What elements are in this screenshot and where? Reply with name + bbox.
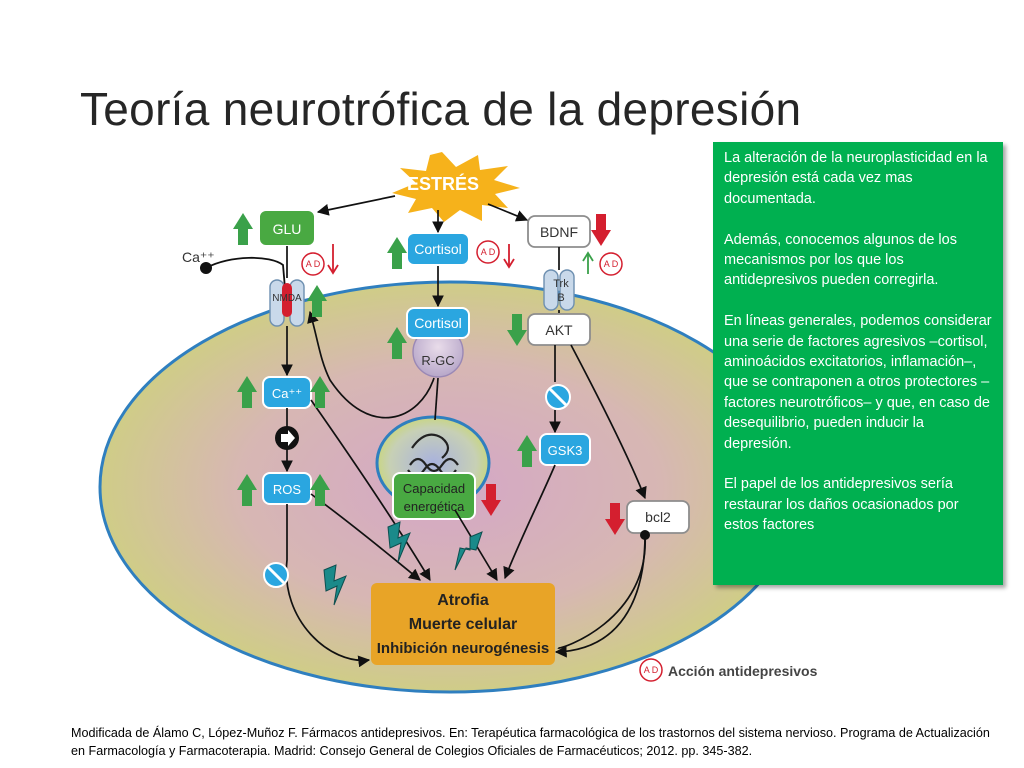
capacidad-node [392,472,476,520]
damage-bolt-icons [323,521,483,606]
gsk3-label: GSK3 [548,443,583,458]
glu-label: GLU [273,221,302,237]
ad-badge-icons [301,240,663,682]
nmda-label: NMDA [272,293,302,304]
rgc-label: R-GC [421,353,454,368]
promote-icon-ca [275,426,299,450]
ca-intracellular-label: Ca⁺⁺ [272,386,302,401]
ros-label: ROS [273,482,302,497]
bcl2-dot [640,530,650,540]
ad-badge-cortisol: A D [481,247,496,257]
legend-label: Acción antidepresivos [668,663,818,679]
cortisol-receptor-label: Cortisol [414,315,461,331]
stress-label: ESTRÉS [407,173,479,194]
outcome-label-2: Muerte celular [409,616,517,633]
info-paragraph-4: El papel de los antidepresivos sería res… [724,476,959,534]
trkb-receptor [543,269,575,311]
cortisol-top-label: Cortisol [414,241,461,257]
ad-badge-glu: A D [306,259,321,269]
info-paragraph-2: Además, conocemos algunos de los mecanis… [724,231,957,289]
ca-to-nmda-line [205,256,287,301]
gsk3-node [539,433,591,466]
outcome-node [371,583,555,665]
inhibit-icon-akt [545,384,571,410]
ad-badge-bdnf: A D [604,259,619,269]
cortisol-receptor-node [406,307,470,339]
citation-line-2: en Farmacología y Farmacoterapia. Madrid… [71,744,753,758]
trk-b-label: B [557,292,564,304]
akt-node [527,313,591,346]
info-panel: La alteración de la neuroplasticidad en … [713,142,1003,585]
bcl2-node [626,500,690,534]
ca-extracellular-label: Ca⁺⁺ [182,249,215,265]
nmda-receptor [269,279,305,327]
ad-badge-legend: A D [644,665,659,675]
inhibit-icon-ros [263,562,289,588]
bcl2-label: bcl2 [645,509,671,525]
capacidad-label-2: energética [404,499,465,514]
akt-label: AKT [545,322,573,338]
ad-effect-arrows [327,244,594,275]
outcome-label-3: Inhibición neurogénesis [377,640,550,657]
info-paragraph-3: En líneas generales, podemos considerar … [724,313,992,452]
citation: Modificada de Álamo C, López-Muñoz F. Fá… [71,724,1016,760]
info-paragraph-1: La alteración de la neuroplasticidad en … [724,150,988,207]
outcome-label-1: Atrofia [437,592,489,609]
trk-label: Trk [553,278,569,290]
page-title: Teoría neurotrófica de la depresión [80,83,802,135]
capacidad-label-1: Capacidad [403,481,465,496]
citation-line-1: Modificada de Álamo C, López-Muñoz F. Fá… [71,726,990,740]
bdnf-label: BDNF [540,224,578,240]
